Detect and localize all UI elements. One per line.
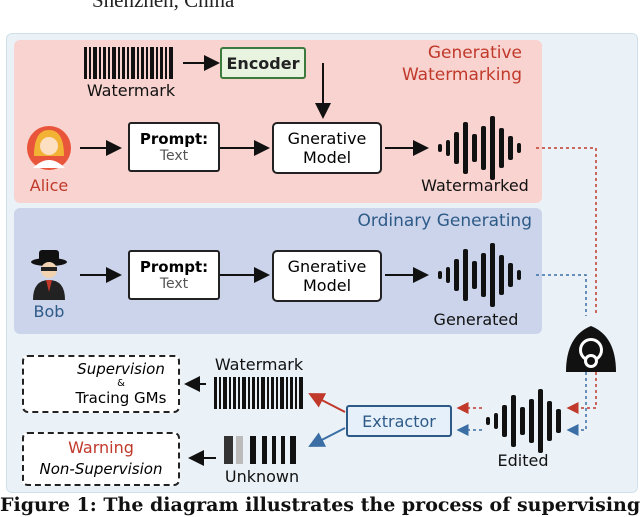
extractor-box: Extractor bbox=[346, 405, 452, 437]
watermark-label: Watermark bbox=[86, 81, 176, 100]
supervision-line1: Supervision bbox=[77, 360, 165, 378]
prompt-text-bob: Text bbox=[159, 276, 189, 292]
prompt-box-alice: Prompt: Text bbox=[128, 122, 220, 172]
prompt-title-bob: Prompt: bbox=[139, 258, 209, 276]
red-dashed-route bbox=[536, 147, 597, 316]
edited-label: Edited bbox=[497, 451, 549, 470]
bob-avatar-icon bbox=[31, 250, 67, 300]
ordinary-model-box: Gnerative Model bbox=[272, 250, 382, 302]
alice-label: Alice bbox=[29, 176, 69, 195]
unknown-label: Unknown bbox=[224, 467, 300, 486]
arrow-extractor-to-unknown bbox=[308, 427, 346, 447]
encoder-label: Encoder bbox=[226, 53, 300, 73]
extractor-label: Extractor bbox=[362, 411, 436, 431]
blue-dashed-route bbox=[536, 274, 587, 316]
barcode-icon-extracted bbox=[214, 377, 303, 409]
prompt-box-bob: Prompt: Text bbox=[128, 250, 220, 300]
prompt-title: Prompt: bbox=[139, 130, 209, 148]
encoder-box: Encoder bbox=[220, 47, 306, 79]
blue-dashed-to-edited bbox=[566, 372, 587, 436]
alice-avatar-icon bbox=[27, 126, 71, 170]
generated-label: Generated bbox=[433, 310, 519, 329]
model-line2-ord: Model bbox=[302, 276, 352, 295]
bob-label: Bob bbox=[33, 302, 65, 321]
model-line1-ord: Gnerative bbox=[287, 257, 367, 276]
supervision-line2: Tracing GMs bbox=[75, 389, 167, 407]
supervision-box: Supervision & Tracing GMs bbox=[22, 355, 180, 413]
partial-barcode-icon bbox=[224, 436, 296, 464]
arrow-extractor-to-watermark bbox=[308, 393, 346, 413]
model-line1: Gnerative bbox=[287, 129, 367, 148]
hacker-icon bbox=[566, 326, 616, 372]
generative-title-line2: Watermarking bbox=[401, 65, 522, 85]
ordinary-panel-title: Ordinary Generating bbox=[357, 211, 532, 231]
warning-line1: Warning bbox=[68, 438, 134, 457]
generative-model-box: Gnerative Model bbox=[272, 122, 382, 174]
generative-title-line1: Generative bbox=[427, 43, 522, 63]
watermark-out-label: Watermark bbox=[214, 355, 304, 374]
prompt-text: Text bbox=[159, 148, 189, 164]
generative-panel-title: Generative Watermarking bbox=[380, 42, 522, 86]
model-line2: Model bbox=[302, 148, 352, 167]
barcode-icon bbox=[84, 47, 173, 79]
watermarked-label: Watermarked bbox=[421, 176, 529, 195]
supervision-amp: & bbox=[117, 378, 125, 389]
red-dashed-to-edited bbox=[566, 372, 597, 414]
soundwave-icon-edited bbox=[486, 389, 561, 453]
soundwave-icon-generated bbox=[438, 243, 521, 307]
warning-box: Warning Non-Supervision bbox=[22, 432, 180, 486]
figure-caption: Figure 1: The diagram illustrates the pr… bbox=[0, 494, 640, 516]
soundwave-icon bbox=[438, 116, 521, 180]
warning-line2: Non-Supervision bbox=[39, 460, 163, 478]
header-affiliation: Shenzhen, China bbox=[92, 0, 235, 12]
